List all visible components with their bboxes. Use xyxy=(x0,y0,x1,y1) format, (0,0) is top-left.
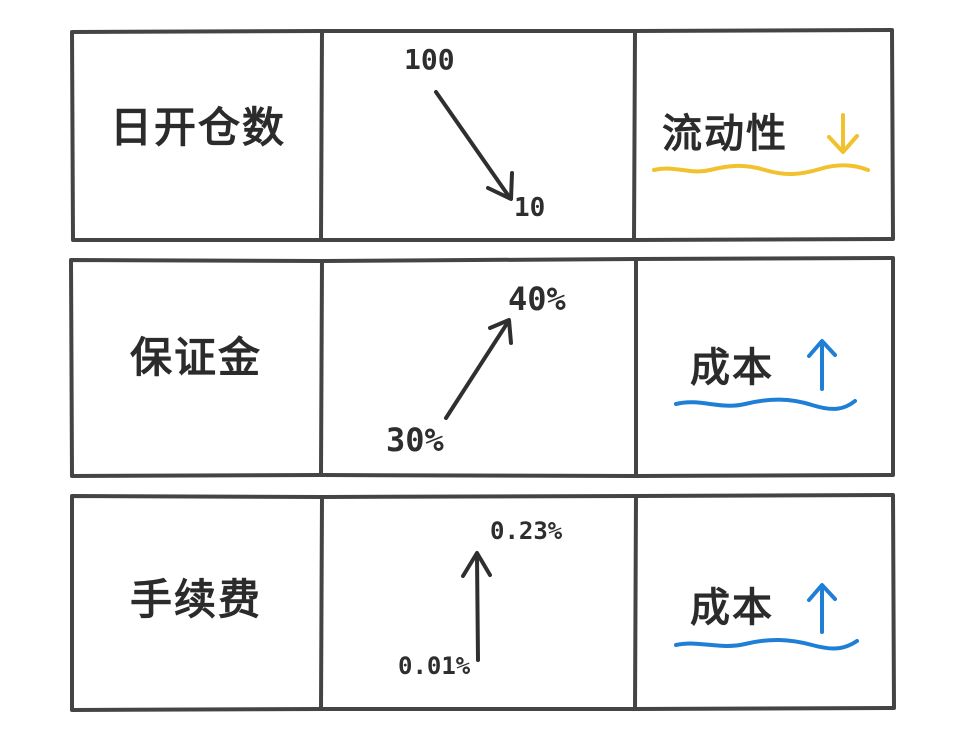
row-2-border xyxy=(69,256,895,478)
row-2-to-value: 40% xyxy=(508,280,566,318)
row-3-border xyxy=(70,493,896,712)
row-3-to-value: 0.23% xyxy=(490,517,563,545)
row-2-divider-1 xyxy=(319,259,324,477)
row-3-effect-label: 成本 xyxy=(690,585,774,631)
row-3-effect-underline xyxy=(674,637,859,651)
row-3-change-arrow xyxy=(461,551,492,662)
row-3-divider-1 xyxy=(319,495,324,711)
row-2-effect-underline xyxy=(674,397,857,411)
row-1-divider-1 xyxy=(319,29,324,242)
row-1-metric-label: 日开仓数 xyxy=(109,103,287,152)
row-1-effect-underline xyxy=(652,163,870,176)
row-2-from-value: 30% xyxy=(386,421,444,459)
row-1-divider-2 xyxy=(632,29,637,242)
row-1-effect-label: 流动性 xyxy=(662,111,788,157)
row-3-from-value: 0.01% xyxy=(398,652,471,680)
row-1-border xyxy=(70,28,895,242)
row-1-change-arrow xyxy=(434,90,514,201)
row-2-change-arrow xyxy=(444,318,513,420)
row-2-effect-label: 成本 xyxy=(690,345,774,391)
row-1-to-value: 10 xyxy=(514,193,546,223)
row-2-metric-label: 保证金 xyxy=(129,333,263,382)
row-3-divider-2 xyxy=(633,494,638,711)
row-1-from-value: 100 xyxy=(404,43,455,76)
row-3-metric-label: 手续费 xyxy=(129,575,263,624)
arrow-up-icon xyxy=(807,339,837,391)
arrow-up-icon xyxy=(807,583,837,634)
arrow-down-icon xyxy=(827,113,859,154)
